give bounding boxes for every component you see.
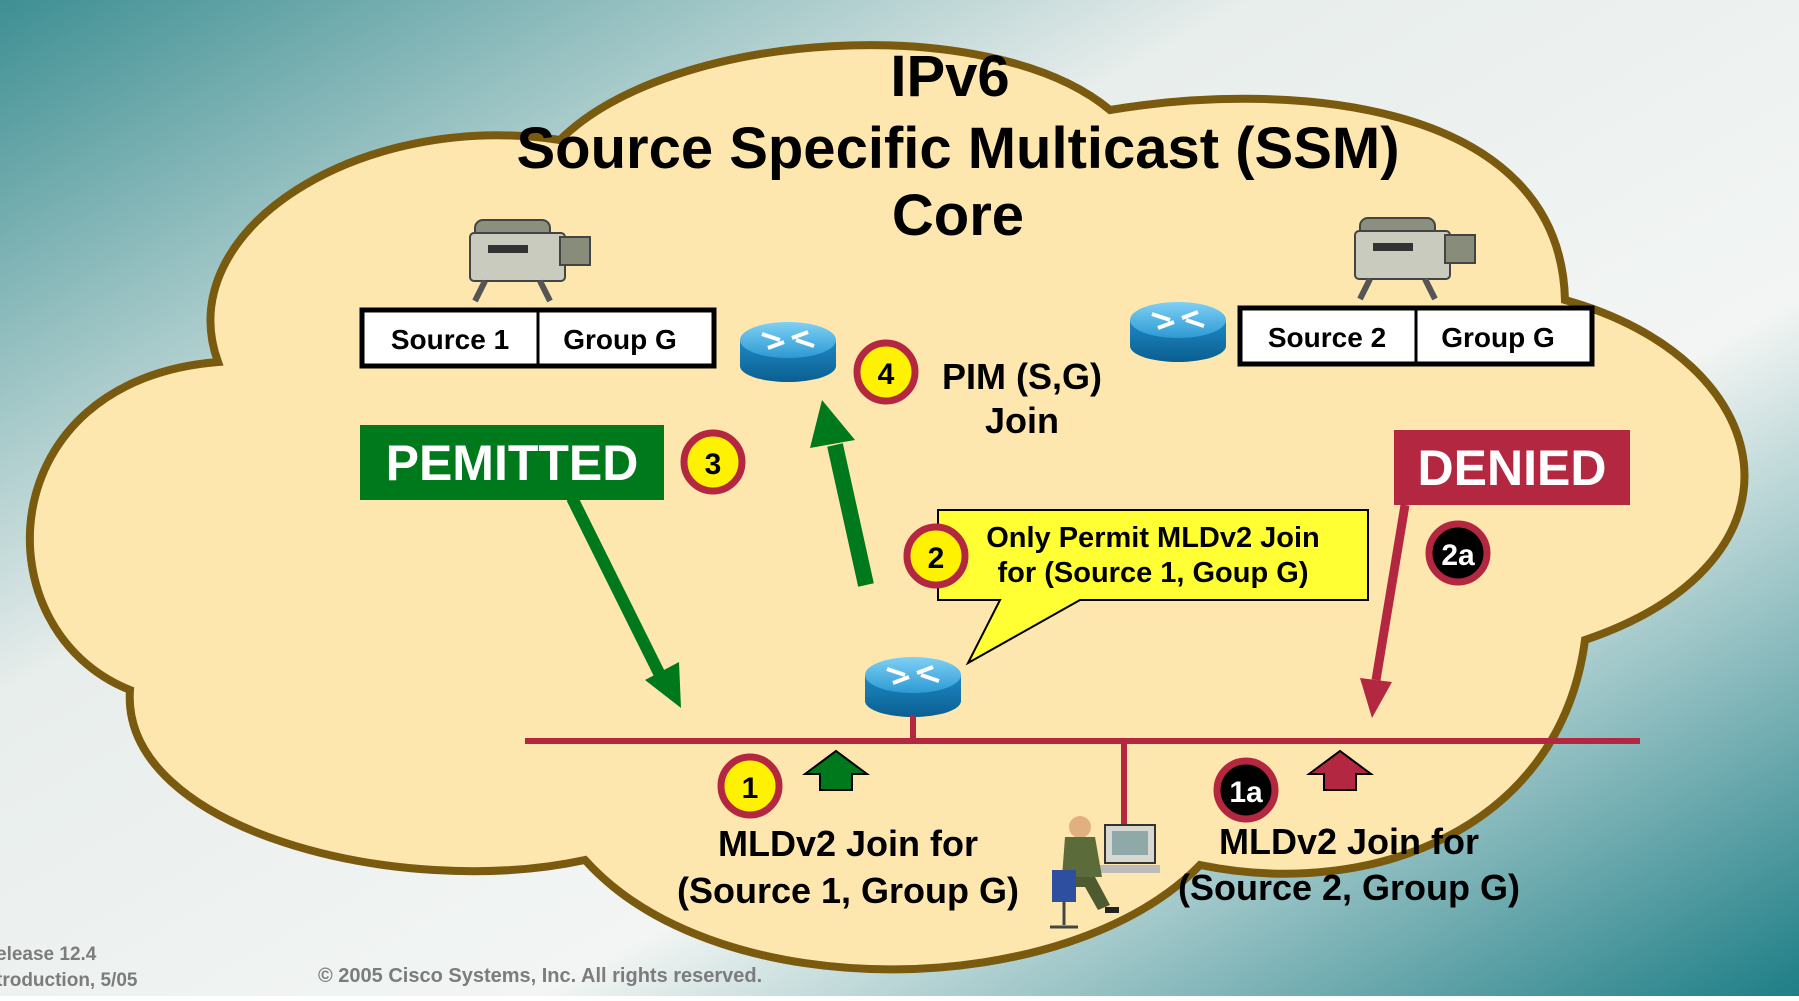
router-icon: [1130, 302, 1226, 362]
footer-release-line2: troduction, 5/05: [0, 970, 138, 991]
source2-box: Source 2 Group G: [1237, 305, 1595, 367]
source1-group-label: Group G: [563, 324, 677, 355]
step-badge-4: 4: [853, 339, 919, 405]
svg-text:1a: 1a: [1229, 776, 1263, 809]
title-line1: IPv6: [890, 44, 1009, 109]
pim-join-line2: Join: [985, 400, 1059, 441]
user-workstation-icon: [1050, 816, 1160, 929]
source2-group-label: Group G: [1441, 322, 1555, 353]
permitted-label-box: [360, 425, 664, 500]
callout-line1: Only Permit MLDv2 Join: [986, 522, 1320, 554]
denied-label-box: [1394, 430, 1630, 505]
permitted-label: PEMITTED: [386, 435, 639, 491]
source2-label: Source 2: [1268, 322, 1386, 353]
step-badge-1a: 1a: [1213, 757, 1279, 823]
router-icon: [865, 657, 961, 717]
pim-join-line1: PIM (S,G): [942, 356, 1102, 397]
video-camera-icon: [469, 219, 591, 303]
pim-join-arrow: [810, 400, 874, 587]
join-right-line2: (Source 2, Group G): [1178, 867, 1520, 908]
svg-text:2: 2: [928, 542, 945, 575]
denied-arrow: [1360, 504, 1410, 718]
up-arrow-green-icon: [801, 749, 871, 791]
footer-copyright: © 2005 Cisco Systems, Inc. All rights re…: [318, 965, 762, 987]
source1-box: Source 1 Group G: [359, 307, 717, 369]
svg-text:2a: 2a: [1441, 539, 1475, 572]
permitted-arrow: [566, 495, 681, 708]
callout-line2: for (Source 1, Goup G): [998, 557, 1309, 589]
svg-text:3: 3: [705, 448, 722, 481]
title-line2: Source Specific Multicast (SSM): [516, 116, 1399, 181]
router-icon: [740, 322, 836, 382]
join-left-line2: (Source 1, Group G): [677, 870, 1019, 911]
callout-bubble: Only Permit MLDv2 Join for (Source 1, Go…: [937, 509, 1369, 666]
source1-label: Source 1: [391, 324, 509, 355]
step-badge-2a: 2a: [1425, 520, 1491, 586]
join-right-line1: MLDv2 Join for: [1219, 821, 1479, 862]
svg-text:1: 1: [742, 772, 759, 805]
up-arrow-red-icon: [1305, 749, 1375, 791]
title-line3: Core: [892, 183, 1024, 248]
video-camera-icon: [1354, 217, 1476, 301]
step-badge-2: 2: [903, 523, 969, 589]
svg-text:4: 4: [878, 358, 895, 391]
step-badge-3: 3: [680, 429, 746, 495]
join-left-line1: MLDv2 Join for: [718, 823, 978, 864]
footer-release-line1: elease 12.4: [0, 944, 97, 965]
denied-label: DENIED: [1418, 440, 1607, 496]
step-badge-1: 1: [717, 753, 783, 819]
